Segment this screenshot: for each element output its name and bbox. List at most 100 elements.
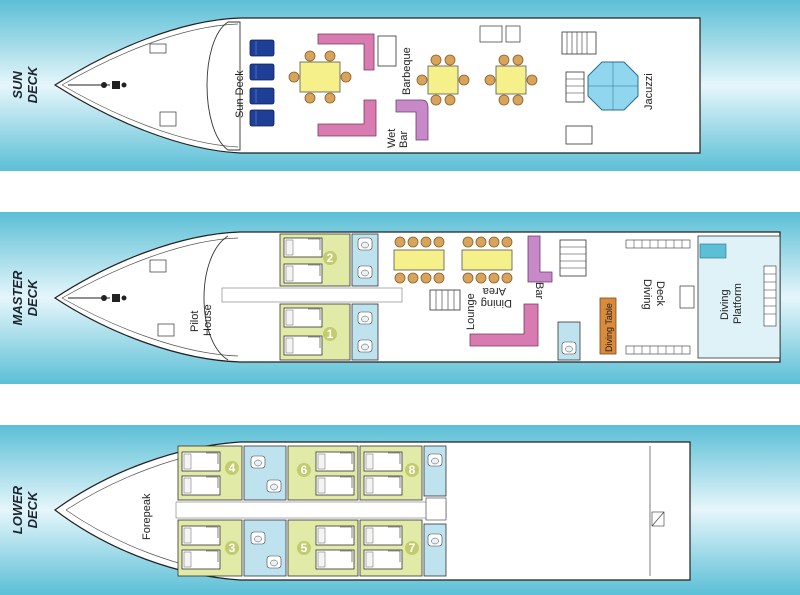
barbeque-grill (377, 35, 397, 67)
svg-text:Platform: Platform (732, 283, 744, 324)
sun-stairs-side (565, 71, 585, 103)
master-stairs-aft (559, 239, 587, 277)
svg-text:Bar: Bar (398, 131, 410, 148)
forepeak-label: Forepeak (141, 493, 153, 540)
svg-text:House: House (202, 304, 214, 336)
shower-icon (266, 555, 282, 569)
dining-table-2 (461, 236, 513, 284)
sun-deck-name-line2: DECK (25, 65, 40, 103)
sun-deck-label: Sun Deck (234, 70, 246, 118)
pilot-house-wall (203, 235, 229, 361)
cabin-number-badge (225, 541, 239, 555)
svg-text:Pilot: Pilot (189, 311, 201, 332)
toilet-icon (427, 453, 443, 467)
sun-table-2 (416, 54, 470, 106)
cabin-number-badge (297, 463, 311, 477)
shower-icon (266, 479, 282, 493)
cabin-8: 8 (359, 445, 423, 501)
pilot-house-label: Pilot House (189, 304, 214, 336)
toilet-icon (427, 533, 443, 547)
storage-box (505, 25, 521, 43)
lounge-label: Lounge (465, 293, 477, 330)
lounge-sofa (469, 303, 539, 347)
cabin-number: 6 (301, 463, 308, 477)
vent-icon (157, 323, 175, 337)
vent-icon (149, 43, 167, 54)
diving-deck-label: Diving Deck (641, 279, 666, 310)
vent-icon (149, 259, 167, 273)
lower-deck-name-line2: DECK (25, 490, 40, 528)
wet-bar-counter (395, 99, 429, 141)
tank-rack-bottom (625, 345, 691, 355)
lower-deck-name-line1: LOWER (10, 485, 25, 534)
cabin-number: 5 (301, 541, 308, 555)
master-corridor (221, 287, 403, 303)
master-deck-name: MASTER DECK (10, 270, 40, 326)
svg-text:Wet: Wet (386, 129, 398, 148)
jacuzzi-label: Jacuzzi (643, 73, 655, 110)
svg-text:Diving: Diving (719, 289, 731, 320)
sun-deck-locker (565, 125, 593, 145)
sun-deck-hull-inner-line (61, 84, 239, 148)
cabin-number-badge (323, 327, 337, 341)
sun-sofa-bottom (317, 99, 377, 137)
shower-icon (357, 265, 373, 279)
cabin-number: 7 (409, 541, 416, 555)
svg-text:Area: Area (482, 285, 506, 297)
cabin-number: 4 (229, 461, 236, 475)
jacuzzi-tub (587, 61, 639, 111)
cabin-number: 3 (229, 541, 236, 555)
sun-deck-section: SUN DECK Sun Deck Barbeque (0, 0, 800, 171)
wet-bar-label: Wet Bar (386, 129, 410, 148)
sun-deck-hull-inner-line (61, 23, 239, 86)
cabin-number-badge (297, 541, 311, 555)
storage-box (479, 25, 503, 43)
bar-label: Bar (533, 282, 545, 299)
cabin-5: 5 (287, 519, 359, 577)
sun-deck-name: SUN DECK (10, 65, 40, 103)
master-stairs (429, 289, 461, 311)
cabin-7: 7 (359, 519, 423, 577)
cabin-number-badge (323, 251, 337, 265)
cabin-4: 4 (177, 445, 243, 501)
svg-text:Diving: Diving (641, 279, 653, 310)
master-deck-hull-inner-line (61, 297, 239, 357)
shower-icon (357, 339, 373, 353)
cabin-2: 2 (279, 233, 351, 287)
toilet-icon (561, 341, 577, 355)
cabin-3: 3 (177, 519, 243, 577)
lower-deck-name: LOWER DECK (10, 485, 40, 534)
barbeque-label: Barbeque (401, 47, 413, 95)
cabin-number-badge (405, 541, 419, 555)
lower-deck-section: LOWER DECK Forepeak 4 6 (0, 425, 800, 595)
diving-platform-label: Diving Platform (719, 283, 744, 324)
toilet-icon (250, 531, 266, 545)
cabin-number-badge (405, 463, 419, 477)
diving-table (599, 297, 617, 355)
tank-rack-top (625, 239, 691, 249)
sun-deck-hull (53, 17, 701, 154)
svg-text:Deck: Deck (654, 281, 666, 307)
sun-table-3 (484, 54, 538, 106)
bathroom-8 (423, 445, 447, 497)
bar-counter (527, 235, 553, 283)
fin-rack (763, 265, 777, 327)
cabin-1: 1 (279, 303, 351, 361)
cabin-number-badge (225, 461, 239, 475)
toilet-icon (250, 455, 266, 469)
dining-table-1 (393, 236, 445, 284)
dive-ladder (679, 285, 695, 309)
svg-text:Dining: Dining (481, 297, 512, 309)
cabin-6: 6 (287, 445, 359, 501)
master-deck-section: MASTER DECK Pilot House 2 1 (0, 212, 800, 384)
dining-area-label: Dining Area (481, 285, 512, 309)
master-deck-name-line2: DECK (25, 278, 40, 316)
cabin-number: 1 (327, 327, 334, 341)
lower-stairs (425, 497, 447, 521)
platform-shower (699, 243, 727, 259)
vent-icon (159, 111, 177, 127)
diving-table-label: Diving Table (604, 303, 614, 352)
cabin-number: 2 (327, 251, 334, 265)
sun-deck-name-line1: SUN (10, 71, 25, 99)
